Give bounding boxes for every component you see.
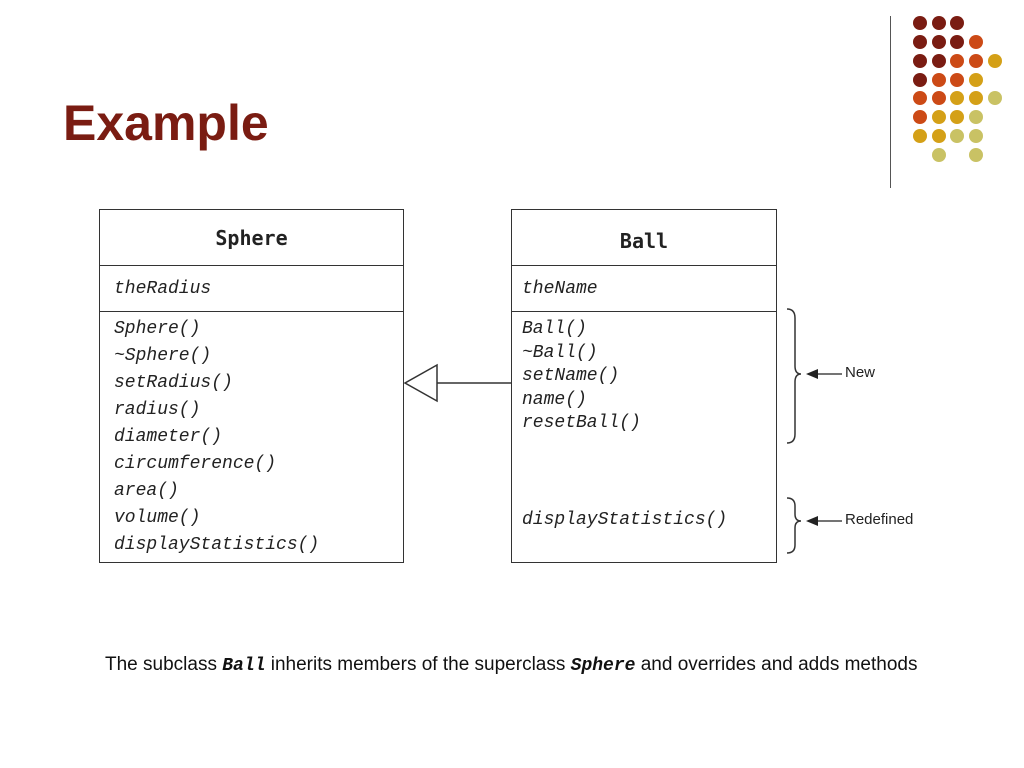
ball-class-box: Ball theName Ball() ~Ball() setName() name(… [511, 209, 777, 563]
decorative-dot [932, 73, 946, 87]
decorative-dot [988, 54, 1002, 68]
decorative-dot [913, 91, 927, 105]
operation-item: ~Sphere() [114, 346, 212, 366]
decorative-dot [950, 54, 964, 68]
sphere-class-name: Sphere [100, 210, 403, 266]
sphere-operations: Sphere() ~Sphere() setRadius() radius() diam… [100, 312, 403, 559]
decorative-dot [932, 54, 946, 68]
operation-item: displayStatistics() [522, 510, 728, 530]
decorative-dot [913, 16, 927, 30]
slide-caption: The subclass Ball inherits members of th… [105, 645, 965, 686]
redefined-brace [786, 497, 802, 554]
sphere-attribute: theRadius [114, 279, 212, 299]
ball-attributes: theName [512, 266, 776, 312]
decorative-dot [988, 91, 1002, 105]
decorative-dot [950, 35, 964, 49]
decorative-dot [969, 129, 983, 143]
sphere-class-box: Sphere theRadius Sphere() ~Sphere() setRad… [99, 209, 404, 563]
decorative-dot [932, 110, 946, 124]
decorative-dot [932, 148, 946, 162]
decorative-dot [950, 73, 964, 87]
decorative-dot [932, 129, 946, 143]
decorative-dot [950, 16, 964, 30]
decorative-dot [969, 110, 983, 124]
new-arrowhead [806, 369, 818, 379]
redefined-annotation-label: Redefined [845, 511, 914, 528]
operation-item: setName() [522, 366, 620, 386]
operation-item: circumference() [114, 454, 277, 474]
decorative-dot [969, 35, 983, 49]
sphere-attributes: theRadius [100, 266, 403, 312]
operation-item: radius() [114, 400, 201, 420]
redefined-arrowhead [806, 516, 818, 526]
caption-text-3: and overrides and adds methods [635, 654, 918, 675]
operation-item: name() [522, 389, 587, 410]
operation-item: ~Ball() [522, 342, 598, 363]
operation-item: area() [114, 481, 179, 501]
decorative-dot [913, 73, 927, 87]
ball-operations: Ball()~Ball()setName()name()resetBall() … [512, 312, 776, 562]
decorative-dot [969, 91, 983, 105]
decorative-dot [913, 35, 927, 49]
title-divider [890, 16, 891, 188]
inheritance-arrowhead [403, 363, 438, 403]
slide-title: Example [63, 95, 269, 151]
operation-item: Ball() [522, 319, 587, 339]
new-brace [786, 308, 802, 444]
decorative-dot [969, 54, 983, 68]
operation-item: volume() [114, 508, 201, 528]
new-annotation-label: New [845, 364, 876, 381]
decorative-dot [932, 35, 946, 49]
decorative-dot [950, 129, 964, 143]
caption-text-1: The subclass [105, 654, 223, 675]
operation-item: resetBall() [522, 413, 641, 433]
decorative-dot [932, 91, 946, 105]
operation-item: diameter() [114, 427, 223, 447]
decorative-dot [913, 129, 927, 143]
decorative-dot [913, 110, 927, 124]
operation-item: Sphere() [114, 319, 201, 339]
decorative-dot [913, 54, 927, 68]
operation-item: displayStatistics() [114, 535, 320, 555]
decorative-dot [950, 110, 964, 124]
caption-superclass-name: Sphere [570, 656, 636, 676]
decorative-dot [969, 148, 983, 162]
decorative-dot [932, 16, 946, 30]
decorative-dot [969, 73, 983, 87]
caption-subclass-name: Ball [222, 656, 266, 676]
caption-text-2: inherits members of the superclass [265, 654, 571, 675]
ball-attribute: theName [522, 279, 598, 299]
operation-item: setRadius() [114, 373, 233, 393]
ball-class-name: Ball [512, 210, 776, 266]
decorative-dot [950, 91, 964, 105]
